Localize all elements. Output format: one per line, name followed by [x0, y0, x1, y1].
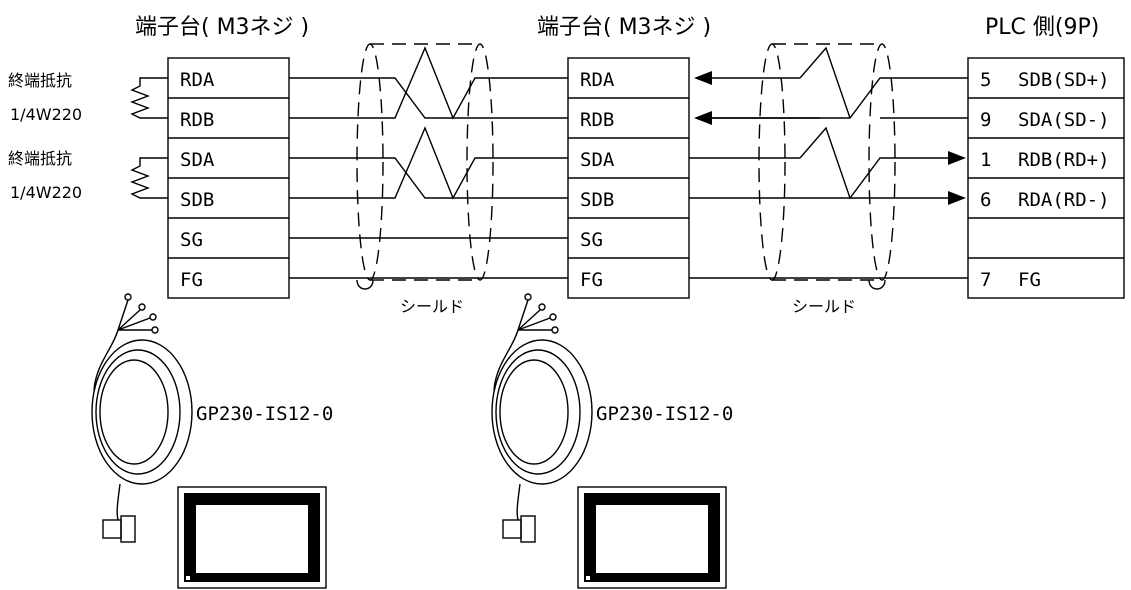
cable-coil-icon — [491, 329, 593, 521]
terminating-resistor-2: 終端抵抗 1/4W220 — [8, 149, 168, 202]
wire-ends-icon — [517, 293, 559, 334]
resistor-rating: 1/4W220 — [10, 105, 82, 124]
cable-label: GP230-IS12-0 — [196, 403, 333, 425]
cable-coil-icon — [91, 329, 193, 521]
plc-pin-signal: SDB(SD+) — [1018, 69, 1110, 91]
resistor-name: 終端抵抗 — [8, 149, 72, 168]
terminal-left-label: SG — [180, 229, 203, 251]
plc-pin-number: 7 — [980, 269, 991, 291]
cable-label: GP230-IS12-0 — [596, 403, 733, 425]
connector-plug-icon — [502, 515, 536, 543]
plc-pin-number: 9 — [980, 109, 991, 131]
resistor-name: 終端抵抗 — [8, 71, 72, 90]
plc-connector-block: 5 SDB(SD+) 9 SDA(SD-) 1 RDB(RD+) 6 RDA(R… — [967, 57, 1125, 299]
wires-segment-right — [689, 46, 968, 279]
cable-assembly-middle: GP230-IS12-0 — [491, 293, 733, 589]
terminal-middle-label: RDA — [580, 69, 615, 91]
plc-pin-signal: SDA(SD-) — [1018, 109, 1110, 131]
connector-plug-icon — [102, 515, 136, 543]
plc-pin-signal: FG — [1018, 269, 1041, 291]
terminal-block-left: RDA RDB SDA SDB SG FG — [167, 57, 290, 299]
arrow-icon — [948, 151, 966, 165]
header-left-terminal: 端子台( M3ネジ ) — [135, 15, 309, 40]
header-middle-terminal: 端子台( M3ネジ ) — [537, 15, 711, 40]
shield-label: シールド — [792, 297, 856, 316]
terminal-middle-label: SDB — [580, 189, 614, 211]
plc-pin-number: 5 — [980, 69, 991, 91]
arrow-icon — [694, 71, 712, 85]
resistor-rating: 1/4W220 — [10, 183, 82, 202]
terminal-middle-label: FG — [580, 269, 603, 291]
terminal-left-label: SDA — [180, 149, 215, 171]
display-unit-icon — [177, 486, 327, 589]
cable-assembly-left: GP230-IS12-0 — [91, 293, 333, 589]
wires-segment-left — [289, 46, 568, 279]
terminal-left-label: RDB — [180, 109, 214, 131]
plc-pin-number: 6 — [980, 189, 991, 211]
display-unit-icon — [577, 486, 727, 589]
arrow-icon — [948, 191, 966, 205]
plc-pin-signal: RDA(RD-) — [1018, 189, 1110, 211]
terminal-block-middle: RDA RDB SDA SDB SG FG — [567, 57, 690, 299]
shield-left: シールド — [356, 43, 494, 316]
terminal-middle-label: SG — [580, 229, 603, 251]
shield-right: シールド — [758, 43, 896, 316]
arrow-icon — [694, 111, 712, 125]
shield-label: シールド — [400, 297, 464, 316]
terminating-resistor-1: 終端抵抗 1/4W220 — [8, 71, 168, 124]
terminal-left-label: FG — [180, 269, 203, 291]
plc-pin-signal: RDB(RD+) — [1018, 149, 1110, 171]
terminal-left-label: RDA — [180, 69, 215, 91]
plc-pin-number: 1 — [980, 149, 991, 171]
terminal-middle-label: SDA — [580, 149, 615, 171]
terminal-left-label: SDB — [180, 189, 214, 211]
header-plc: PLC 側(9P) — [985, 15, 1099, 40]
wire-ends-icon — [117, 293, 159, 334]
terminal-middle-label: RDB — [580, 109, 614, 131]
